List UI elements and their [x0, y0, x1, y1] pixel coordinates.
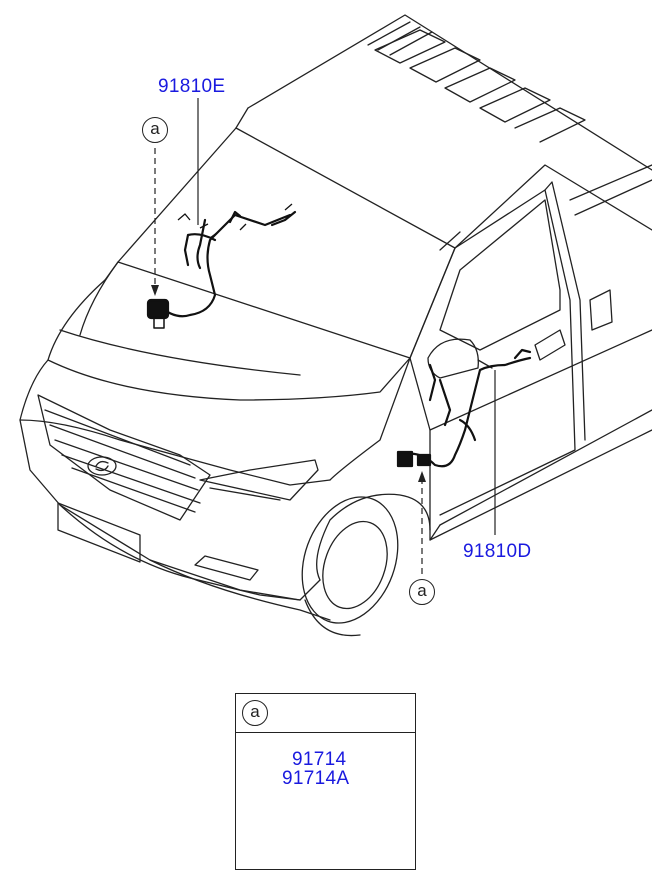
windshield: [117, 127, 456, 359]
front-fender: [329, 357, 411, 481]
license-plate: [57, 502, 141, 563]
callout-top: a: [142, 117, 168, 143]
harness-91810d: [396, 348, 532, 468]
detail-box: a 91714 91714A: [235, 693, 416, 870]
door-window: [439, 199, 561, 351]
label-91714[interactable]: 91714: [292, 749, 347, 770]
arrow-top: [151, 285, 159, 296]
hood: [47, 279, 411, 401]
brand-logo: [87, 456, 117, 476]
arrow-bottom: [418, 471, 426, 482]
harness-91810e: [146, 210, 297, 329]
label-91714a[interactable]: 91714A: [282, 768, 350, 789]
side-body: [409, 357, 652, 541]
label-91810e[interactable]: 91810E: [158, 76, 226, 97]
door-handle: [534, 329, 566, 361]
callout-bottom: a: [409, 579, 435, 605]
grille: [37, 394, 211, 521]
roof-vent-2: [409, 47, 481, 83]
front-face: [19, 359, 321, 601]
fog-lamp: [194, 555, 259, 581]
roof-vent-3: [444, 67, 516, 103]
callout-detail: a: [242, 700, 268, 726]
front-wheel: [301, 496, 399, 624]
headlight: [199, 459, 319, 501]
label-91810d[interactable]: 91810D: [463, 541, 532, 562]
roof-vent-1: [374, 29, 446, 64]
roof-vent-4: [479, 87, 551, 123]
roof-outline: [247, 14, 652, 171]
front-door: [439, 189, 576, 516]
detail-header: a: [236, 694, 415, 733]
